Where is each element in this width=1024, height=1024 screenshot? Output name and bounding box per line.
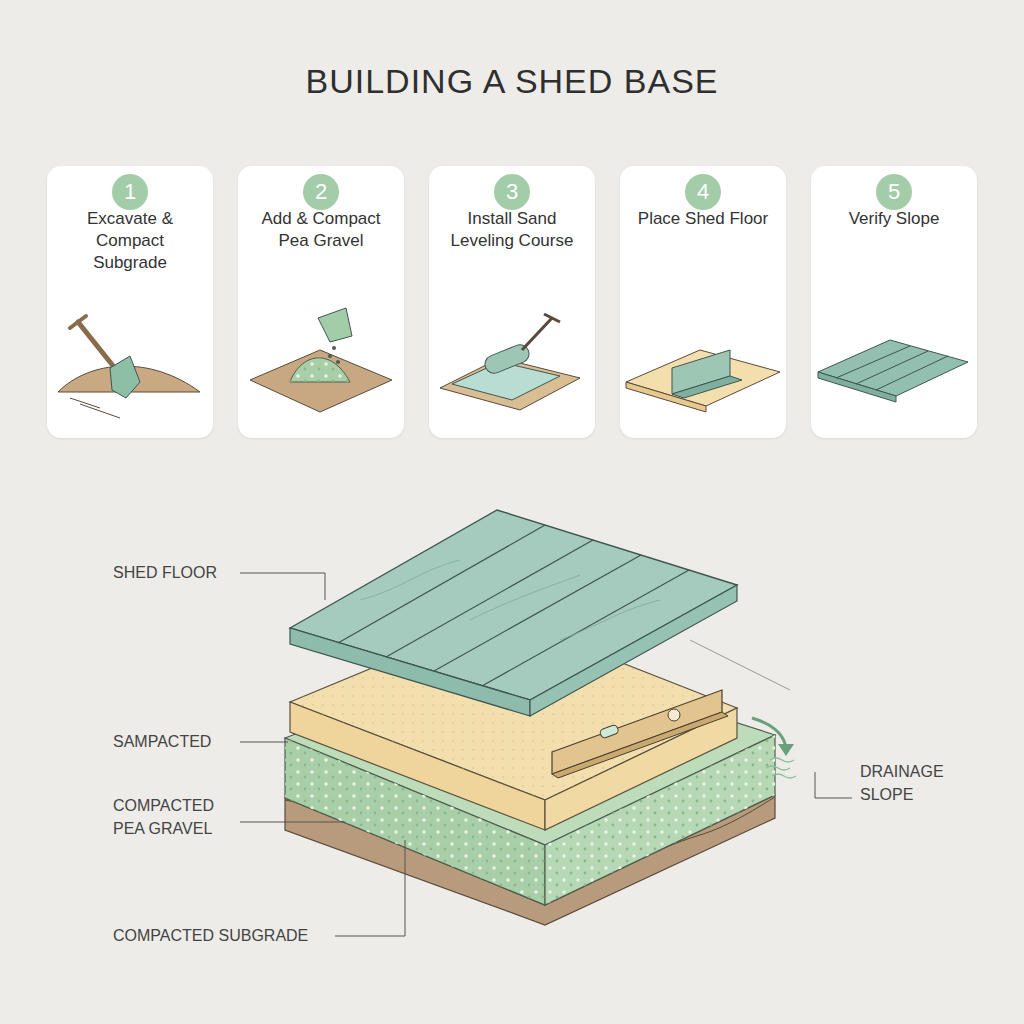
gravel-icon [250, 308, 392, 412]
falling-gravel [336, 360, 340, 364]
grain [360, 560, 460, 600]
level-dial [668, 709, 680, 721]
roller-handle [522, 318, 552, 350]
excavate-icon [58, 316, 200, 418]
pad-edge [626, 382, 706, 412]
step-card: 5Verify Slope [811, 166, 977, 438]
floor-board [672, 350, 730, 394]
wood-grain [360, 560, 660, 640]
level-body [552, 690, 722, 774]
step-title: Excavate & Compact Subgrade [57, 208, 203, 274]
plank-line [434, 555, 641, 671]
layer-label: DRAINAGE SLOPE [860, 760, 980, 806]
floor-side [290, 628, 530, 716]
shovel-grip [70, 316, 86, 328]
leader-line [815, 772, 852, 798]
sand-bed [452, 362, 560, 400]
falling-gravel [328, 354, 332, 358]
water-waves [766, 758, 796, 778]
step-card: 4Place Shed Floor [620, 166, 786, 438]
gravel-texture [290, 358, 350, 382]
step-card: 2Add & Compact Pea Gravel [238, 166, 404, 438]
layer-label: COMPACTED PEA GRAVEL [113, 794, 235, 840]
diagram-title: BUILDING A SHED BASE [0, 62, 1024, 101]
bucket [318, 308, 352, 342]
spirit-level [552, 690, 728, 778]
layer-label: COMPACTED SUBGRADE [113, 924, 308, 947]
step-title: Verify Slope [821, 208, 967, 230]
floor-icon [626, 350, 780, 412]
step-card: 3Install Sand Leveling Course [429, 166, 595, 438]
gravel-pile [290, 358, 350, 382]
floor-side [530, 585, 737, 716]
level-edge [552, 712, 728, 778]
roller-grip [544, 314, 560, 322]
falling-gravel [332, 346, 336, 350]
ground-patch [250, 350, 392, 412]
arrow-curve [752, 718, 786, 748]
arrow-head [778, 744, 794, 756]
floor-planks [338, 525, 689, 686]
step-title: Add & Compact Pea Gravel [248, 208, 394, 252]
floor-plate [818, 340, 968, 396]
roller-icon [440, 314, 580, 410]
plate-edge [818, 372, 896, 402]
shovel-blade [110, 356, 140, 398]
grain [560, 600, 660, 640]
drainage-arrow [752, 718, 796, 778]
step-number: 2 [303, 174, 339, 210]
leader-line [240, 822, 345, 823]
dirt-lines [70, 398, 120, 418]
step-number: 3 [494, 174, 530, 210]
guide-line [690, 640, 790, 690]
step-number: 4 [685, 174, 721, 210]
floor-top [290, 510, 737, 700]
slope-icon [818, 340, 968, 402]
roller-drum [482, 342, 531, 376]
plank-lines [836, 346, 948, 390]
step-number: 1 [112, 174, 148, 210]
plank-line [482, 570, 689, 686]
layer-label: SAMPACTED [113, 730, 211, 753]
leader-line [335, 840, 405, 936]
step-card: 1Excavate & Compact Subgrade [47, 166, 213, 438]
step-number: 5 [876, 174, 912, 210]
shed-floor [290, 510, 737, 716]
shovel-handle [78, 322, 118, 372]
sand-pad [626, 350, 780, 406]
step-title: Place Shed Floor [630, 208, 776, 230]
leader-line [240, 573, 325, 600]
leader-lines [240, 573, 852, 936]
step-title: Install Sand Leveling Course [439, 208, 585, 252]
board-edge [672, 376, 742, 398]
leader-line [240, 742, 288, 743]
ground-patch [440, 358, 580, 410]
layer-label: SHED FLOOR [113, 561, 217, 584]
grain [470, 575, 580, 620]
level-bubble [599, 724, 619, 739]
dirt-mound [58, 366, 200, 392]
